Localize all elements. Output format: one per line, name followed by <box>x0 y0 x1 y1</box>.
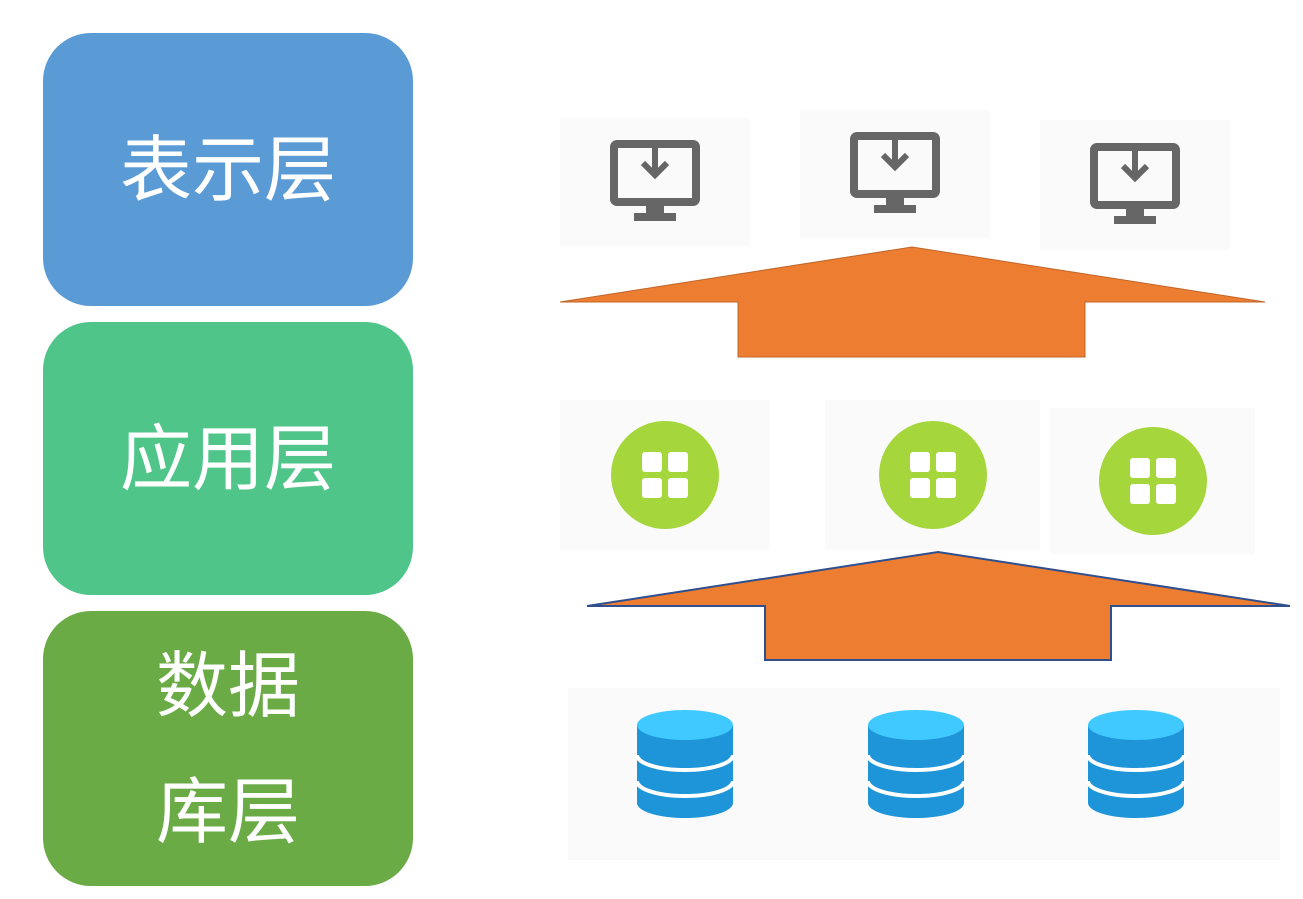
app-tile <box>1050 408 1255 554</box>
app-tile <box>825 400 1040 550</box>
database-icon <box>635 710 735 818</box>
monitor-tile <box>1040 120 1230 250</box>
application-layer-box: 应用层 <box>43 322 413 595</box>
monitor-download-icon <box>1090 143 1180 224</box>
database-icon <box>866 710 966 818</box>
database-icon <box>1086 710 1186 818</box>
presentation-layer-label: 表示层 <box>119 127 336 212</box>
app-grid-icon <box>611 421 719 529</box>
monitor-download-icon <box>610 140 700 221</box>
monitor-tile <box>800 110 990 238</box>
app-grid-icon <box>878 421 987 529</box>
app-tile <box>560 400 770 550</box>
application-layer-label: 应用层 <box>119 416 336 501</box>
app-grid-icon <box>1098 427 1207 535</box>
monitor-download-icon <box>850 132 940 213</box>
database-layer-box: 数据 库层 <box>43 611 413 886</box>
database-layer-label: 数据 库层 <box>155 643 300 854</box>
monitor-tile <box>560 118 750 246</box>
presentation-layer-box: 表示层 <box>43 33 413 306</box>
database-tile <box>568 688 1280 860</box>
